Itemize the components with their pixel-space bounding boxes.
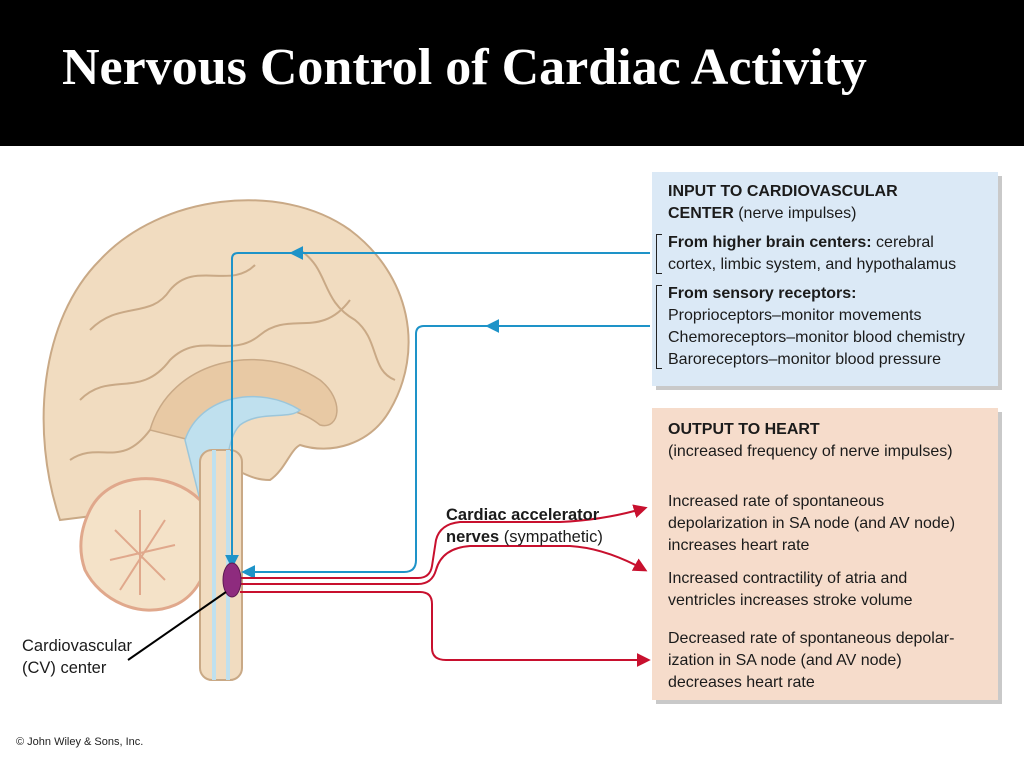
higher-centers-bold: From higher brain centers: [668, 234, 872, 251]
input-box: INPUT TO CARDIOVASCULAR CENTER (nerve im… [652, 172, 998, 386]
accelerator-path-lower [240, 545, 648, 585]
proprioceptors-line: Proprioceptors–monitor movements [668, 307, 922, 324]
baroreceptors-line: Baroreceptors–monitor blood pressure [668, 351, 942, 368]
effect3-line1: Decreased rate of spontaneous depolar- [668, 630, 955, 647]
input-heading-rest: (nerve impulses) [733, 205, 857, 222]
cv-pointer-line [127, 591, 227, 661]
cv-center [222, 562, 242, 598]
input-heading-line1: INPUT TO CARDIOVASCULAR [668, 183, 898, 200]
sensory-receptors-bracket [656, 285, 662, 369]
input-heading-bold: CENTER [668, 205, 734, 222]
cerebellum-folia [109, 510, 176, 595]
higher-centers-bracket [656, 234, 662, 274]
input-heading-line2: CENTER (nerve impulses) [668, 204, 856, 224]
input-pathways [225, 246, 650, 579]
slide-title: Nervous Control of Cardiac Activity [62, 39, 867, 96]
chemoreceptors-line: Chemoreceptors–monitor blood chemistry [668, 329, 966, 346]
effect2-line2: ventricles increases stroke volume [668, 592, 913, 609]
higher-centers-line2: cortex, limbic system, and hypothalamus [668, 256, 957, 273]
output-heading: OUTPUT TO HEART [668, 421, 820, 438]
higher-centers-rest: cerebral [871, 234, 934, 251]
effect1-line2: depolarization in SA node (and AV node) [668, 515, 956, 532]
effect1-line3: increases heart rate [668, 537, 810, 554]
effect1-line1: Increased rate of spontaneous [668, 493, 885, 510]
cerebellum [79, 477, 212, 612]
copyright-notice: © John Wiley & Sons, Inc. [16, 736, 144, 748]
cv-label-line2: (CV) center [22, 659, 107, 677]
inhibitor-path [240, 591, 651, 667]
accelerator-label-line1: Cardiac accelerator [446, 506, 600, 524]
higher-centers-path [225, 252, 292, 569]
output-box: OUTPUT TO HEART (increased frequency of … [652, 408, 998, 700]
cv-label-line1: Cardiovascular [22, 637, 133, 655]
sensory-receptors-path [241, 325, 488, 579]
accelerator-label-line2: nerves (sympathetic) [446, 527, 603, 548]
gyri-line-1 [89, 264, 256, 331]
sensory-receptors-heading: From sensory receptors: [668, 285, 857, 302]
gyri-line-2 [79, 299, 351, 401]
accelerator-path-upper [240, 504, 648, 579]
gyri-line-4 [299, 249, 396, 381]
title-bar: Nervous Control of Cardiac Activity [0, 0, 1024, 146]
output-pathways [240, 504, 651, 667]
brain-illustration [42, 199, 410, 681]
output-subheading: (increased frequency of nerve impulses) [668, 443, 953, 460]
higher-centers-line1: From higher brain centers: cerebral [668, 233, 934, 253]
effect2-line1: Increased contractility of atria and [668, 570, 908, 587]
effect3-line3: decreases heart rate [668, 674, 815, 691]
accelerator-label-rest: (sympathetic) [499, 528, 603, 546]
accelerator-label-bold: nerves [446, 528, 500, 546]
effect3-line2: ization in SA node (and AV node) [668, 652, 902, 669]
